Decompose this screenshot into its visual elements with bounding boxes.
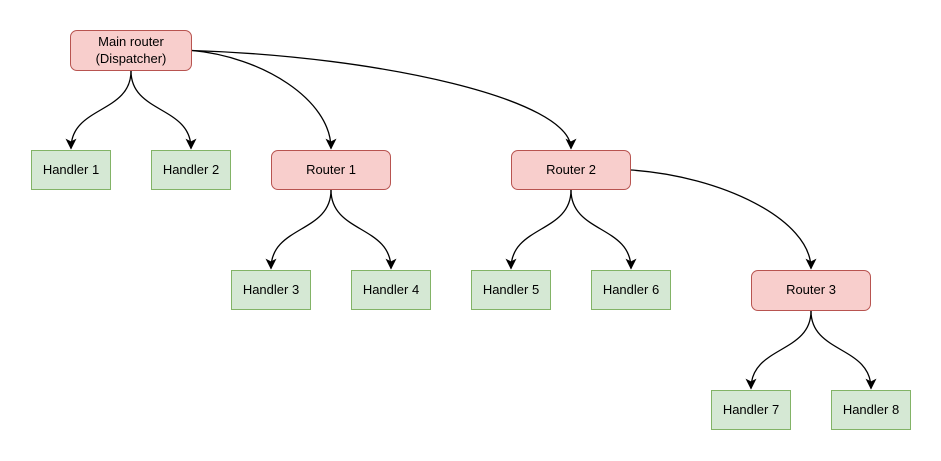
edge-main-router-to-router-1 <box>191 49 337 150</box>
node-router-1: Router 1 <box>271 150 391 190</box>
edge-main-router-to-handler-1 <box>65 70 132 150</box>
node-handler-4: Handler 4 <box>351 270 431 310</box>
edge-router-3-to-handler-7 <box>745 310 812 390</box>
node-main-router: Main router (Dispatcher) <box>70 30 192 71</box>
node-router-2: Router 2 <box>511 150 631 190</box>
node-router-3: Router 3 <box>751 270 871 311</box>
node-handler-6: Handler 6 <box>591 270 671 310</box>
node-handler-8: Handler 8 <box>831 390 911 430</box>
node-handler-5: Handler 5 <box>471 270 551 310</box>
edge-router-3-to-handler-8 <box>810 310 877 390</box>
node-handler-3: Handler 3 <box>231 270 311 310</box>
edge-main-router-to-router-2 <box>191 49 577 150</box>
edge-router-2-to-handler-6 <box>570 189 637 270</box>
edge-router-1-to-handler-4 <box>330 189 397 270</box>
edge-router-2-to-router-3 <box>630 169 817 270</box>
node-handler-7: Handler 7 <box>711 390 791 430</box>
edge-router-1-to-handler-3 <box>265 189 332 270</box>
edge-main-router-to-handler-2 <box>130 70 197 150</box>
node-handler-2: Handler 2 <box>151 150 231 190</box>
edge-router-2-to-handler-5 <box>505 189 572 270</box>
node-handler-1: Handler 1 <box>31 150 111 190</box>
